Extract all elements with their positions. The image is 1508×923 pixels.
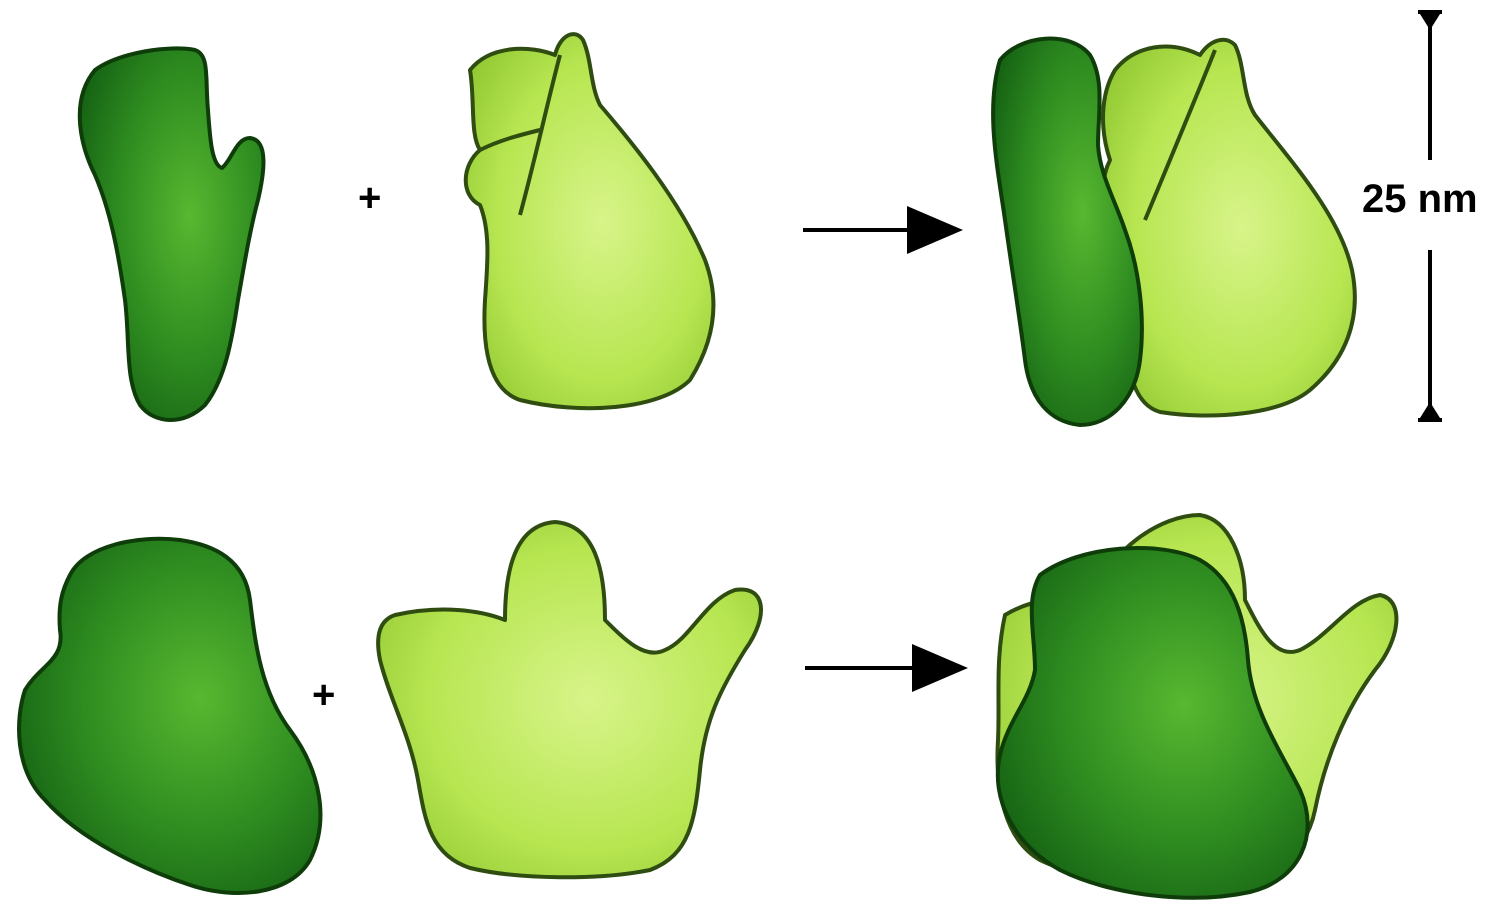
- scale-label: 25 nm: [1362, 177, 1478, 221]
- plus-sign: +: [358, 176, 381, 220]
- large-subunit-side-view: [466, 34, 714, 408]
- large-subunit-front-view: [378, 522, 761, 877]
- small-subunit-side-view: [80, 48, 264, 420]
- small-subunit-front-view: [19, 539, 320, 893]
- plus-sign: +: [312, 673, 335, 717]
- assembled-small-subunit-front: [998, 548, 1308, 898]
